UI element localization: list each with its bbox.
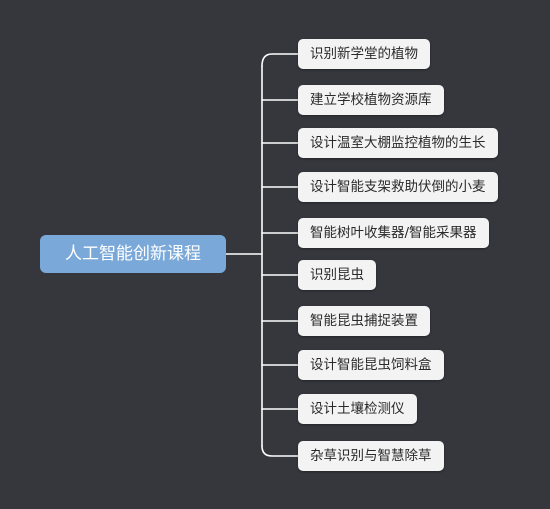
branch-node-identify-insects[interactable]: 识别昆虫: [298, 260, 376, 290]
branch-connector-10: [261, 445, 299, 457]
branch-node-wheat-support[interactable]: 设计智能支架救助伏倒的小麦: [298, 172, 498, 202]
branch-node-insect-catcher[interactable]: 智能昆虫捕捉装置: [298, 306, 430, 336]
branch-node-weed-removal[interactable]: 杂草识别与智慧除草: [298, 441, 444, 471]
branch-node-insect-feeder-box[interactable]: 设计智能昆虫饲料盒: [298, 350, 444, 380]
branch-node-leaf-fruit-collector[interactable]: 智能树叶收集器/智能采果器: [298, 218, 489, 248]
branch-node-identify-plants[interactable]: 识别新学堂的植物: [298, 39, 430, 69]
branch-node-plant-database[interactable]: 建立学校植物资源库: [298, 85, 444, 115]
root-node[interactable]: 人工智能创新课程: [40, 235, 226, 273]
branch-node-soil-tester[interactable]: 设计土壤检测仪: [298, 394, 417, 424]
branch-connector-1: [261, 53, 299, 67]
branch-node-greenhouse-monitor[interactable]: 设计温室大棚监控植物的生长: [298, 128, 498, 158]
